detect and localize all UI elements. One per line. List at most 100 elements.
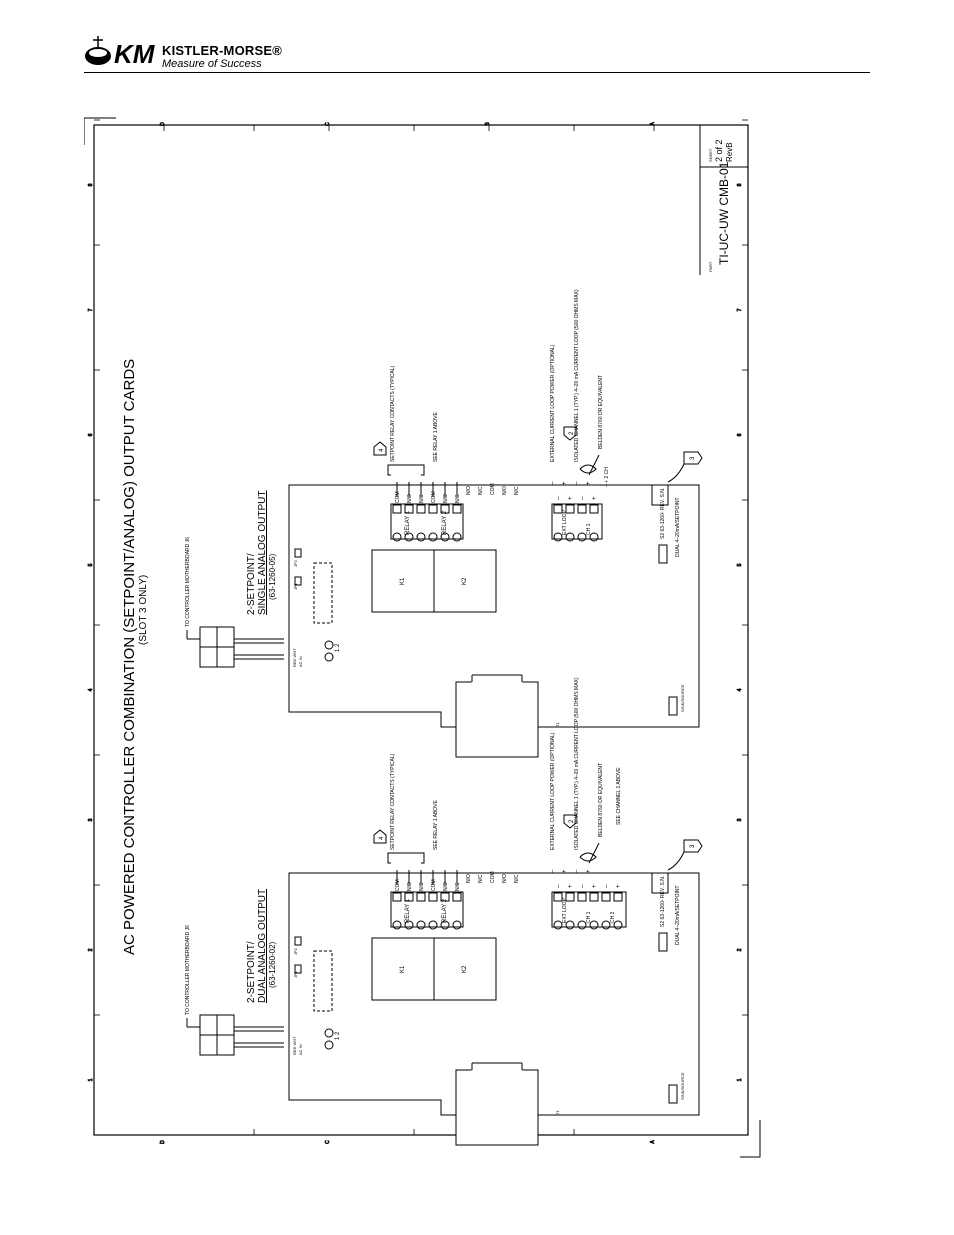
terminal-label: N/C [514, 486, 520, 495]
terminal-slot [452, 504, 462, 514]
terminal-slot [613, 892, 623, 902]
relay-terminal-label: N/O [407, 494, 413, 503]
terminal-slot [416, 504, 426, 514]
zone-letter-bottom: D [160, 1140, 166, 1144]
card-title: 2-SETPOINT/ [246, 553, 257, 615]
analog-pin-label: + [568, 496, 574, 500]
card-part-number: (63-1260-02) [268, 941, 277, 988]
serial-number-label: S2 63-1260- REV. S.N. [660, 488, 666, 539]
pin-plus: + [562, 869, 568, 873]
drawing-title: AC POWERED CONTROLLER COMBINATION (SETPO… [121, 359, 138, 955]
terminal-screw [601, 920, 611, 930]
terminal-slot [553, 892, 563, 902]
zone-number-right: 5 [737, 563, 743, 566]
relay-terminal-label: COM [395, 491, 401, 503]
terminal-label: N/C [514, 874, 520, 883]
note-see-relay: SEE RELAY 1 ABOVE [433, 411, 439, 462]
callout-2-label: 2 [569, 431, 575, 435]
callout-3 [683, 451, 703, 465]
terminal-screw [589, 920, 599, 930]
relay-1-label: RELAY 1 [405, 510, 411, 535]
terminal-label: N/C [478, 486, 484, 495]
analog-channel-label: CH 1 [586, 523, 592, 535]
page-header: KM KISTLER-MORSE® Measure of Success [84, 34, 870, 74]
pcb-outline [288, 484, 700, 728]
callout-2-label: 2 [569, 819, 575, 823]
dip-switch-s2 [658, 932, 668, 952]
note-external-loop: EXTERNAL CURRENT LOOP POWER (OPTIONAL) [550, 732, 556, 850]
transformer-t1 [455, 1069, 539, 1146]
analog-pin-label: + [616, 884, 622, 888]
relay-k2 [433, 549, 497, 613]
part-label: PART [708, 261, 713, 272]
note-belden: BELDEN 8760 OR EQUIVALENT [598, 763, 604, 837]
terminal-slot [565, 504, 575, 514]
card-part-number: (63-1260-05) [268, 553, 277, 600]
motherboard-label: TO CONTROLLER MOTHERBOARD J6 [185, 537, 191, 627]
dip-switch-s1 [668, 1084, 678, 1104]
analog-channel-label: EXT LOOP [562, 897, 568, 923]
unused-channel-label: – + 2 CH [604, 467, 610, 487]
terminal-label: N/O [502, 874, 508, 883]
zone-number-right: 4 [737, 688, 743, 691]
terminal-label: N/O [466, 486, 472, 495]
zone-number-right: 7 [737, 308, 743, 311]
ac-in-wires: RED WHT [292, 648, 297, 667]
note-see-relay: SEE RELAY 1 ABOVE [433, 799, 439, 850]
zone-number-right: 8 [737, 183, 743, 186]
sheet-number: 2 of 2 [714, 139, 724, 162]
note-external-loop: EXTERNAL CURRENT LOOP POWER (OPTIONAL) [550, 344, 556, 462]
terminal-screw [440, 920, 450, 930]
header-rule [84, 72, 870, 73]
terminal-slot [392, 892, 402, 902]
terminal-slot [428, 892, 438, 902]
terminal-label: N/C [478, 874, 484, 883]
zone-letter-top: C [325, 122, 331, 126]
terminal-screw [553, 532, 563, 542]
terminal-label: N/O [502, 486, 508, 495]
relay-2-label: RELAY 2 [442, 898, 448, 923]
pin-plus: + [562, 481, 568, 485]
terminal-screw [392, 920, 402, 930]
terminal-slot [565, 892, 575, 902]
callout-2 [563, 426, 577, 441]
led-1 [324, 1040, 334, 1050]
terminal-screw [428, 532, 438, 542]
pin-minus: – [574, 481, 580, 485]
sheet-label: SHEET [708, 148, 713, 162]
sink-source-label: SINK/SOURCE [680, 1072, 685, 1100]
relay-terminal-label: N/C [419, 882, 425, 891]
callout-3-label: 3 [690, 456, 696, 460]
relay-terminal-label: COM [431, 491, 437, 503]
callout-4-label: 4 [379, 836, 385, 840]
analog-pin-label: – [580, 496, 586, 500]
terminal-label: N/O [466, 874, 472, 883]
terminal-slot [577, 504, 587, 514]
zone-number-left: 5 [88, 563, 94, 566]
jumper-jp1: JP1 [293, 582, 298, 590]
zone-letter-bottom: C [325, 1140, 331, 1144]
zone-letter-bottom: A [650, 1140, 656, 1144]
pin-plus: + [586, 481, 592, 485]
callout-2 [563, 814, 577, 829]
relay-terminal-block [390, 891, 464, 928]
relay-terminal-label: COM [431, 879, 437, 891]
pin-minus: – [550, 481, 556, 485]
zone-number-left: 1 [88, 1078, 94, 1081]
terminal-slot [553, 504, 563, 514]
analog-pin-label: + [568, 884, 574, 888]
terminal-slot [440, 892, 450, 902]
zone-number-left: 3 [88, 818, 94, 821]
card-title: 2-SETPOINT/ [246, 941, 257, 1003]
terminal-slot [440, 504, 450, 514]
analog-channel-label: EXT LOOP [562, 509, 568, 535]
relay-terminal-label: N/C [455, 494, 461, 503]
callout-4 [373, 829, 387, 844]
terminal-screw [452, 920, 462, 930]
note-isolated-channel: ISOLATED CHANNEL 1 (TYP.) 4–20 mA CURREN… [574, 677, 580, 850]
relay-k1-label: K1 [400, 577, 406, 585]
relay-k2-label: K2 [462, 965, 468, 973]
callout-4-label: 4 [379, 448, 385, 452]
relay-terminal-label: N/O [443, 882, 449, 891]
transformer-label: T1 [555, 1110, 560, 1115]
